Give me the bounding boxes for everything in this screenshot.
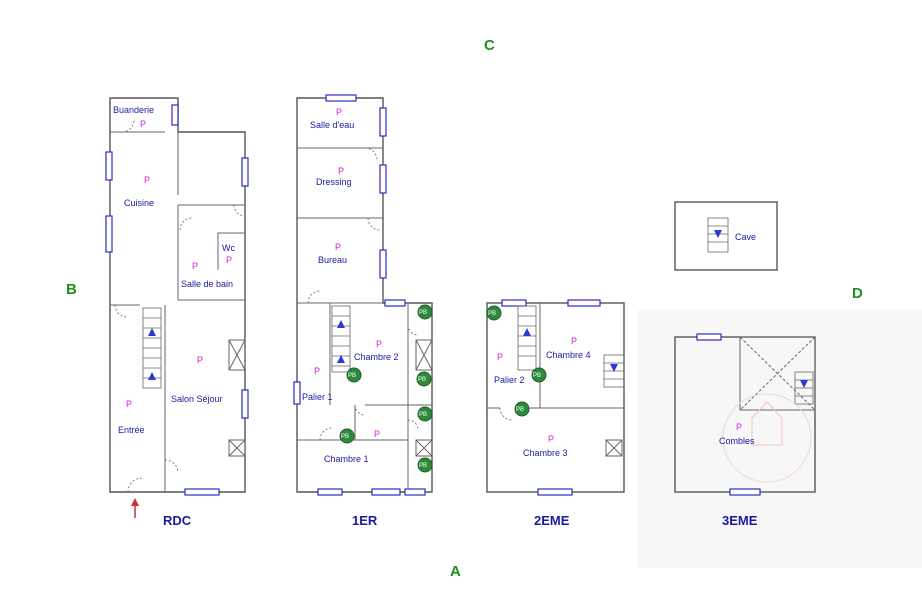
svg-text:PB: PB (488, 311, 496, 317)
svg-text:PB: PB (516, 407, 524, 413)
p-marker: P (336, 107, 342, 117)
plan-3eme (674, 333, 816, 496)
third-floor-panel (638, 310, 922, 568)
plan-1er (293, 94, 433, 496)
pb-badge: PB (486, 305, 502, 321)
room-chambre-1: Chambre 1 (324, 454, 369, 464)
room-buanderie: Buanderie (113, 105, 154, 115)
compass-south: A (450, 563, 461, 580)
svg-text:PB: PB (341, 434, 349, 440)
room-cave: Cave (735, 232, 756, 242)
pb-badge: PB (346, 367, 362, 383)
room-chambre-4: Chambre 4 (546, 350, 591, 360)
p-marker: P (736, 422, 742, 432)
svg-text:PB: PB (418, 377, 426, 383)
watermark-seal-icon (722, 393, 812, 483)
plan-2eme (486, 299, 625, 496)
svg-text:PB: PB (419, 412, 427, 418)
room-salle-deau: Salle d'eau (310, 120, 354, 130)
plan-cave (674, 201, 778, 271)
pb-badge: PB (531, 367, 547, 383)
pb-badge: PB (339, 428, 355, 444)
p-marker: P (144, 175, 150, 185)
svg-text:PB: PB (533, 373, 541, 379)
p-marker: P (314, 366, 320, 376)
p-marker: P (335, 242, 341, 252)
svg-text:PB: PB (419, 310, 427, 316)
room-combles: Combles (719, 436, 755, 446)
room-palier-1: Palier 1 (302, 392, 333, 402)
room-dressing: Dressing (316, 177, 352, 187)
pb-badge: PB (417, 457, 433, 473)
svg-text:PB: PB (348, 373, 356, 379)
pb-badge: PB (417, 406, 433, 422)
level-label-1er: 1ER (352, 513, 378, 528)
p-marker: P (497, 352, 503, 362)
p-marker: P (192, 261, 198, 271)
room-salle-de-bain: Salle de bain (181, 279, 233, 289)
p-marker: P (548, 434, 554, 444)
svg-text:PB: PB (419, 463, 427, 469)
room-chambre-2: Chambre 2 (354, 352, 399, 362)
pb-badge: PB (514, 401, 530, 417)
room-palier-2: Palier 2 (494, 375, 525, 385)
level-label-rdc: RDC (163, 513, 192, 528)
p-marker: P (140, 119, 146, 129)
pb-badge: PB (417, 304, 433, 320)
p-marker: P (376, 339, 382, 349)
p-marker: P (197, 355, 203, 365)
compass-east: D (852, 285, 863, 302)
p-marker: P (571, 336, 577, 346)
p-marker: P (226, 255, 232, 265)
p-marker: P (338, 166, 344, 176)
p-marker: P (374, 429, 380, 439)
entry-arrow-icon (131, 498, 139, 506)
room-cuisine: Cuisine (124, 198, 154, 208)
plan-rdc (105, 97, 249, 518)
pb-badge: PB (416, 371, 432, 387)
room-entree: Entrée (118, 425, 145, 435)
room-wc: Wc (222, 243, 235, 253)
level-label-2eme: 2EME (534, 513, 570, 528)
room-bureau: Bureau (318, 255, 347, 265)
p-marker: P (126, 399, 132, 409)
compass-north: C (484, 37, 495, 54)
room-salon-sejour: Salon Séjour (171, 394, 223, 404)
compass-west: B (66, 281, 77, 298)
room-chambre-3: Chambre 3 (523, 448, 568, 458)
level-label-3eme: 3EME (722, 513, 758, 528)
